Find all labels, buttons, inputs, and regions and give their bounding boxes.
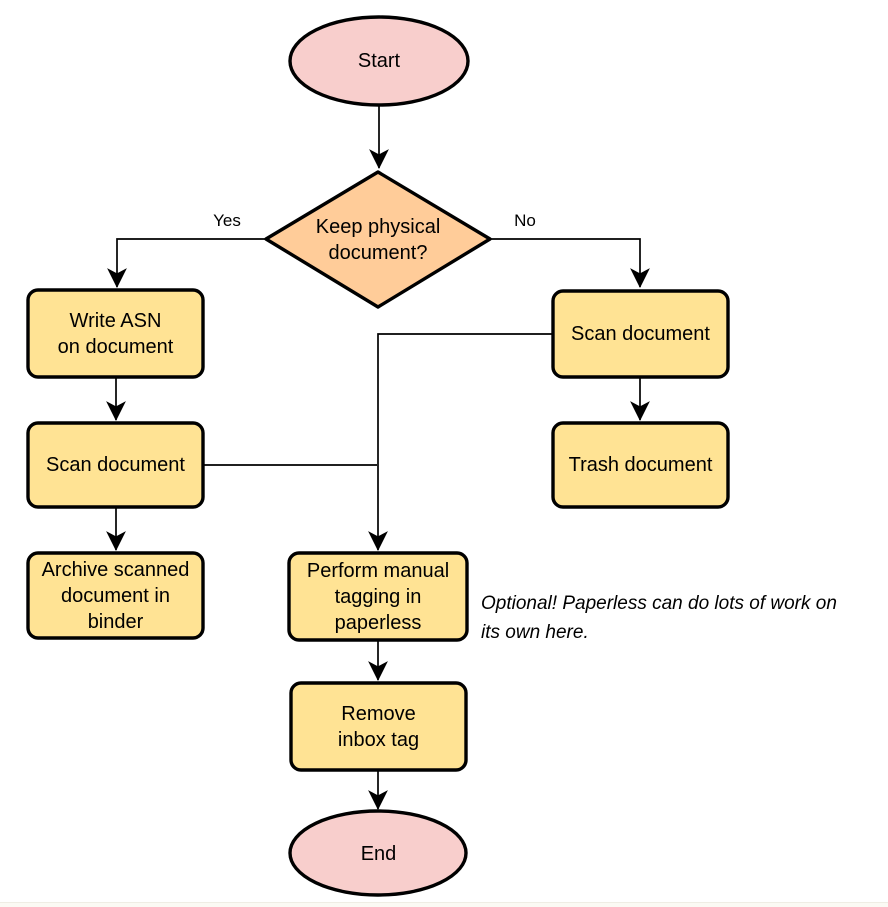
page-bottom-edge [0, 902, 888, 907]
process-box-scan-left [26, 421, 205, 509]
process-box-write-asn [26, 288, 205, 379]
edge-decision-yes [107, 238, 266, 288]
process-box-scan-right [551, 289, 730, 379]
process-box-tagging [287, 551, 469, 642]
process-box-archive [26, 551, 205, 640]
edge-scanright-to-tagging [368, 333, 553, 551]
decision-diamond [264, 170, 492, 309]
start-ellipse [288, 15, 470, 107]
end-ellipse [288, 809, 468, 897]
edge-decision-no [490, 238, 650, 288]
process-box-remove-inbox [289, 681, 468, 772]
process-box-trash [551, 421, 730, 509]
